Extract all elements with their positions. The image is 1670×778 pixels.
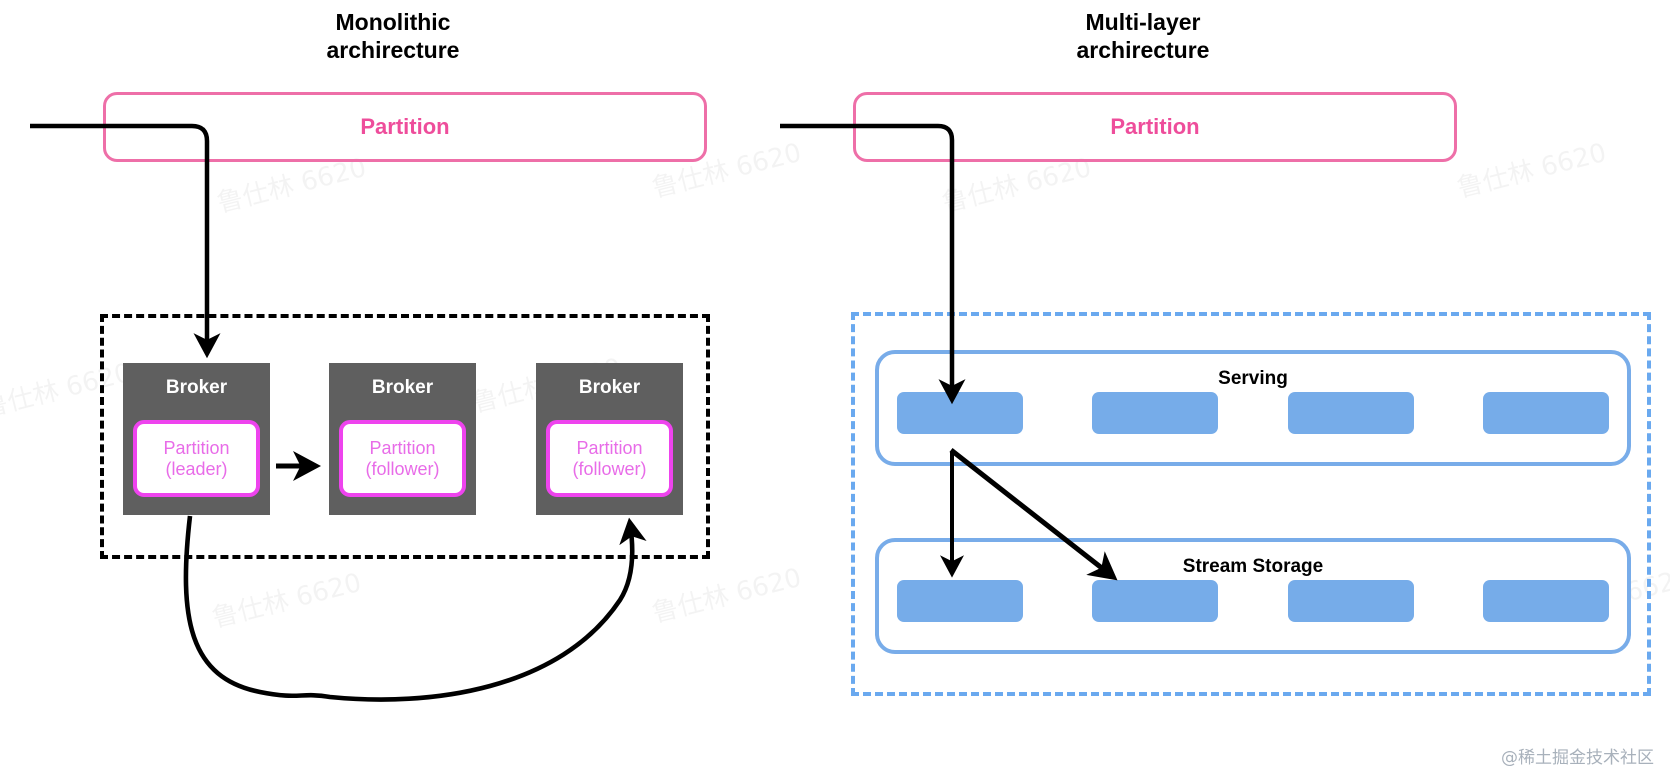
source-credit-watermark: @稀土掘金技术社区 [1501, 748, 1654, 768]
right-partition-box: Partition [853, 92, 1457, 162]
watermark-tile: 鲁仕林 6620 [208, 562, 365, 635]
partition-text-line1: Partition [163, 437, 230, 458]
broker-card-2: Broker Partition (follower) [329, 363, 476, 515]
watermark-tile: 鲁仕林 6620 [1453, 132, 1610, 205]
right-partition-label: Partition [1110, 114, 1200, 139]
partition-text-line2: (follower) [572, 458, 647, 479]
left-diagram-title: Monolithic archirecture [326, 9, 460, 63]
partition-follower-box: Partition (follower) [339, 420, 466, 497]
stream-storage-layer-title: Stream Storage [1182, 556, 1324, 577]
serving-block-row [897, 392, 1609, 434]
broker-title: Broker [578, 377, 641, 398]
left-partition-label: Partition [360, 114, 450, 139]
serving-block [897, 392, 1023, 434]
broker-title: Broker [371, 377, 434, 398]
stream-storage-block [1482, 580, 1609, 622]
serving-layer-title: Serving [1218, 368, 1288, 389]
serving-block [1482, 392, 1609, 434]
left-partition-box: Partition [103, 92, 707, 162]
partition-leader-box: Partition (leader) [133, 420, 260, 497]
broker-title: Broker [165, 377, 228, 398]
partition-text-line1: Partition [576, 437, 643, 458]
partition-text-line2: (leader) [165, 458, 228, 479]
right-diagram-title: Multi-layer archirecture [1076, 9, 1210, 63]
stream-storage-block [1287, 580, 1414, 622]
partition-text-line1: Partition [369, 437, 436, 458]
watermark-tile: 鲁仕林 6620 [648, 557, 805, 630]
stream-storage-block [1092, 580, 1219, 622]
multilayer-cluster-boundary [851, 312, 1651, 696]
partition-text-line2: (follower) [365, 458, 440, 479]
serving-layer-panel: Serving [875, 350, 1631, 466]
serving-block [1287, 392, 1414, 434]
broker-card-3: Broker Partition (follower) [536, 363, 683, 515]
stream-storage-layer-panel: Stream Storage [875, 538, 1631, 654]
partition-follower-box: Partition (follower) [546, 420, 673, 497]
stream-storage-block-row [897, 580, 1609, 622]
serving-block [1092, 392, 1219, 434]
broker-card-1: Broker Partition (leader) [123, 363, 270, 515]
stream-storage-block [897, 580, 1023, 622]
